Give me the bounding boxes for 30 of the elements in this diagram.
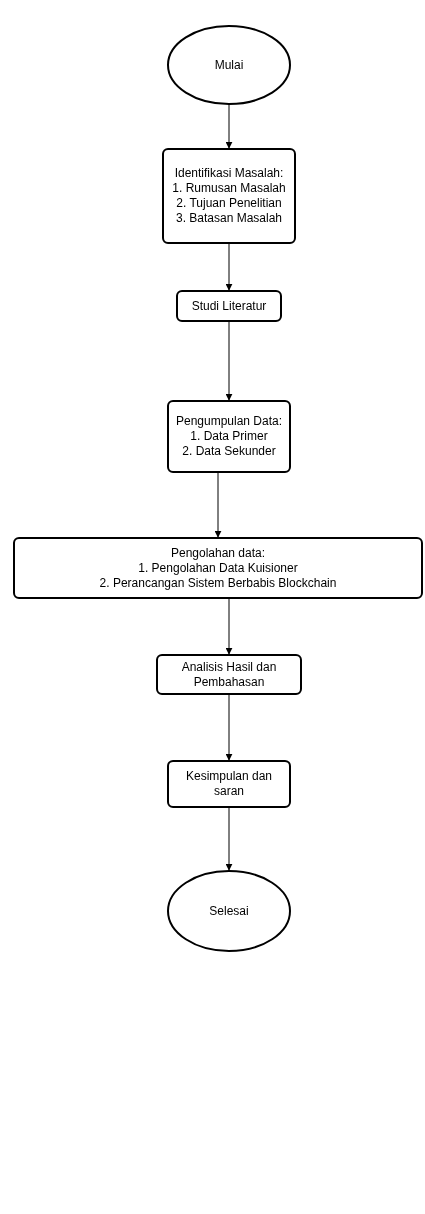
- process-box: [167, 760, 291, 808]
- node-text: Analisis Hasil dan Pembahasan: [180, 659, 278, 690]
- process-box: [156, 654, 302, 695]
- arrow: [225, 807, 233, 871]
- process-box: [162, 148, 296, 244]
- terminal-ellipse: [167, 870, 291, 952]
- process-box: [176, 290, 282, 322]
- node-text: 2. Data Sekunder: [182, 444, 276, 459]
- node-text: Kesimpulan dan saran: [184, 769, 274, 799]
- arrow: [225, 104, 233, 149]
- node-text: 3. Batasan Masalah: [175, 211, 283, 226]
- node-text: Pengolahan data:: [170, 545, 266, 561]
- process-box: [13, 537, 423, 599]
- node-text: 1. Data Primer: [190, 429, 268, 444]
- node-text: 1. Rumusan Masalah: [172, 181, 286, 196]
- terminal-ellipse: [167, 25, 291, 105]
- arrow: [225, 243, 233, 291]
- arrow: [225, 321, 233, 401]
- arrow: [225, 598, 233, 655]
- process-box: [167, 400, 291, 473]
- node-text: Studi Literatur: [191, 298, 267, 314]
- node-text: Identifikasi Masalah:: [174, 166, 284, 181]
- node-text: 1. Pengolahan Data Kuisioner: [138, 560, 298, 576]
- node-text: Mulai: [214, 57, 244, 73]
- node-text: 2. Tujuan Penelitian: [176, 196, 282, 211]
- node-text: Selesai: [209, 903, 249, 919]
- node-text: 2. Perancangan Sistem Berbabis Blockchain: [99, 575, 337, 591]
- node-text: Pengumpulan Data:: [175, 414, 283, 429]
- arrow: [225, 694, 233, 761]
- arrow: [214, 472, 222, 538]
